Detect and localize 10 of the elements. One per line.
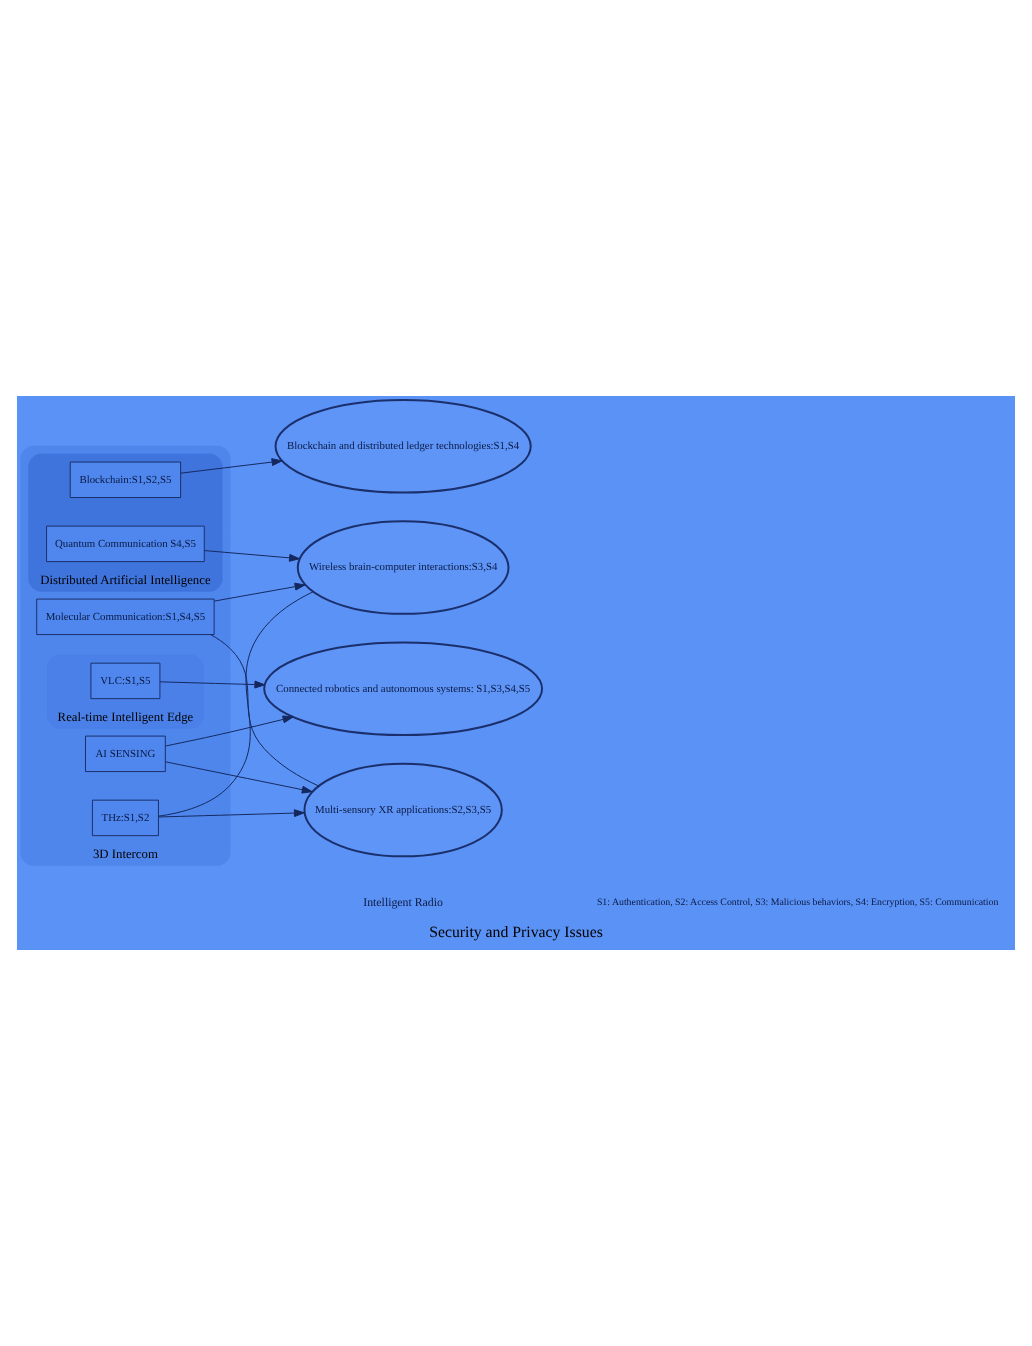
arrow — [165, 761, 313, 794]
arrow — [213, 582, 306, 602]
arrow — [165, 715, 294, 747]
arrow — [180, 458, 283, 474]
arrow — [203, 550, 300, 562]
arrow — [158, 809, 305, 818]
caption: Security and Privacy Issues — [429, 922, 603, 941]
arrow — [159, 680, 266, 689]
connector — [210, 634, 320, 787]
connector — [157, 591, 314, 817]
